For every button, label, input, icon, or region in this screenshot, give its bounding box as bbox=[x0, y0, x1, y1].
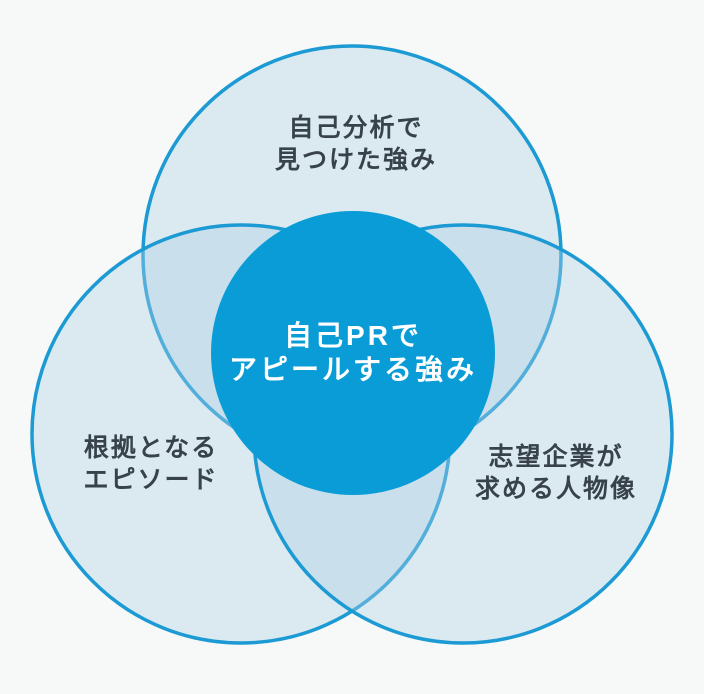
label-self-analysis-line1: 自己分析で bbox=[288, 114, 424, 142]
label-center-pr-strength: 自己PRで アピールする強み bbox=[229, 319, 477, 387]
circle-center-pr-strength bbox=[211, 211, 495, 495]
label-self-analysis: 自己分析で 見つけた強み bbox=[275, 112, 437, 176]
label-company-profile: 志望企業が 求める人物像 bbox=[475, 441, 637, 505]
label-center-line2: アピールする強み bbox=[228, 354, 478, 385]
label-episode-line1: 根拠となる bbox=[83, 434, 219, 462]
label-company-profile-line1: 志望企業が bbox=[488, 443, 624, 471]
label-center-line1: 自己PRで bbox=[284, 320, 422, 351]
label-company-profile-line2: 求める人物像 bbox=[474, 475, 638, 503]
label-episode: 根拠となる エピソード bbox=[83, 432, 218, 496]
label-self-analysis-line2: 見つけた強み bbox=[274, 146, 438, 174]
label-episode-line2: エピソード bbox=[83, 466, 219, 494]
